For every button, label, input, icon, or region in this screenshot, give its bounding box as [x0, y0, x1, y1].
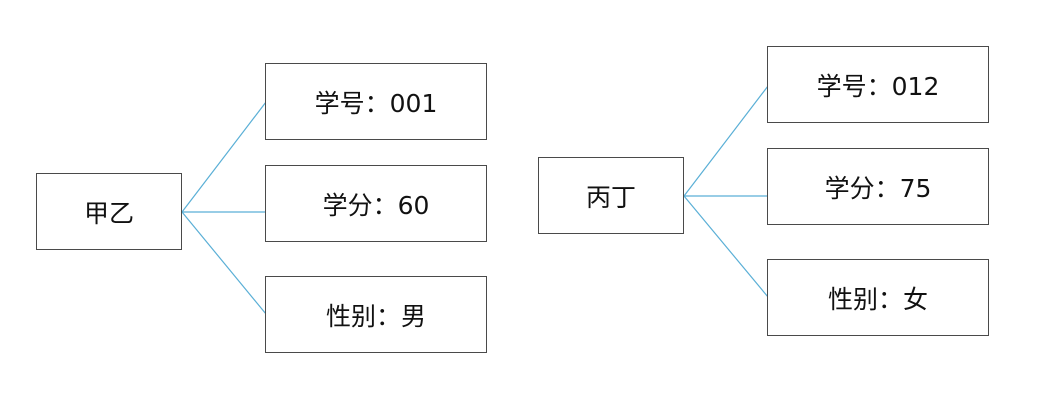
- student-id-node: 学号：012: [767, 46, 989, 123]
- connector-line: [181, 101, 267, 213]
- student-id-node: 学号：001: [265, 63, 487, 140]
- connector-line: [683, 195, 769, 298]
- connector-line: [683, 85, 769, 197]
- connector-line: [181, 211, 267, 315]
- root-node-jiayi: 甲乙: [36, 173, 182, 250]
- credit-node: 学分：75: [767, 148, 989, 225]
- root-node-bingding: 丙丁: [538, 157, 684, 234]
- gender-node: 性别：女: [767, 259, 989, 336]
- credit-node: 学分：60: [265, 165, 487, 242]
- gender-node: 性别：男: [265, 276, 487, 353]
